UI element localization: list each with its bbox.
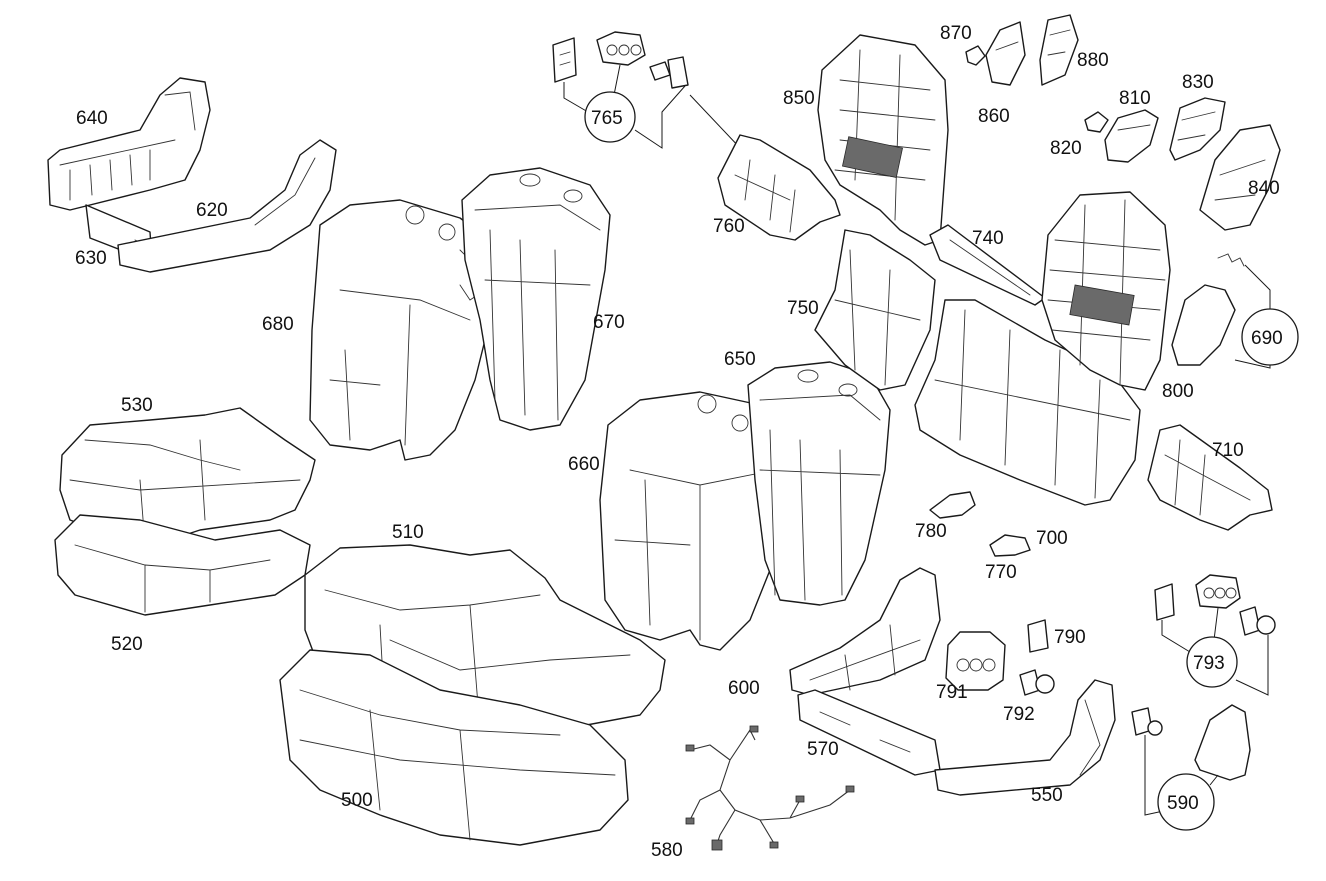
label-700: 700 — [1036, 528, 1068, 549]
label-650: 650 — [724, 349, 756, 370]
part-770-trim — [989, 534, 1031, 557]
label-870: 870 — [940, 23, 972, 44]
part-620-trim-strip — [117, 139, 337, 273]
label-810: 810 — [1119, 88, 1151, 109]
label-820: 820 — [1050, 138, 1082, 159]
part-580-wiring-harness — [685, 725, 855, 851]
callout-circle-590 — [1157, 773, 1215, 831]
part-520-cushion — [54, 514, 311, 616]
part-765-fastener-group — [552, 31, 743, 151]
label-670: 670 — [593, 312, 625, 333]
label-510: 510 — [392, 522, 424, 543]
part-880-trim — [1039, 14, 1079, 86]
callout-circle-793 — [1186, 636, 1238, 688]
label-500: 500 — [341, 790, 373, 811]
part-570-trim — [797, 689, 941, 776]
label-793: 793 — [1193, 653, 1225, 674]
label-850: 850 — [783, 88, 815, 109]
label-792: 792 — [1003, 704, 1035, 725]
part-760-bracket — [717, 134, 841, 241]
callout-circle-765 — [584, 91, 636, 143]
part-810-trim — [1104, 109, 1159, 163]
label-800: 800 — [1162, 381, 1194, 402]
label-630: 630 — [75, 248, 107, 269]
label-550: 550 — [1031, 785, 1063, 806]
label-620: 620 — [196, 200, 228, 221]
part-740-strip — [929, 224, 1046, 306]
label-710: 710 — [1212, 440, 1244, 461]
label-750: 750 — [787, 298, 819, 319]
part-791-grommet — [945, 631, 1006, 691]
part-700-rear-panel — [914, 299, 1141, 506]
part-792-screw — [1019, 669, 1055, 696]
part-670-backrest-frame-cover — [461, 167, 611, 431]
label-830: 830 — [1182, 72, 1214, 93]
part-590-group — [1131, 704, 1251, 816]
part-800-backrest-shell — [1041, 191, 1171, 391]
label-790: 790 — [1054, 627, 1086, 648]
part-870-knob — [965, 45, 986, 66]
part-830-trim — [1169, 97, 1226, 161]
part-780-trim — [929, 491, 976, 519]
label-530: 530 — [121, 395, 153, 416]
label-840: 840 — [1248, 178, 1280, 199]
part-750-panel — [814, 229, 936, 391]
part-793-fastener-group — [1154, 574, 1276, 696]
label-680: 680 — [262, 314, 294, 335]
callout-circle-690 — [1241, 308, 1299, 366]
label-600: 600 — [728, 678, 760, 699]
part-710-bracket — [1147, 424, 1273, 531]
part-860-trim — [985, 21, 1026, 86]
part-820-knob — [1084, 111, 1109, 133]
label-570: 570 — [807, 739, 839, 760]
part-650-backrest-frame-cover — [747, 361, 891, 606]
part-550-trim — [934, 679, 1116, 796]
label-791: 791 — [936, 682, 968, 703]
part-840-cover — [1199, 124, 1281, 231]
part-690-group — [1171, 253, 1271, 369]
label-860: 860 — [978, 106, 1010, 127]
label-765: 765 — [591, 108, 623, 129]
label-580: 580 — [651, 840, 683, 861]
label-760: 760 — [713, 216, 745, 237]
label-590: 590 — [1167, 793, 1199, 814]
part-850-backrest-shell — [817, 34, 949, 246]
label-640: 640 — [76, 108, 108, 129]
label-520: 520 — [111, 634, 143, 655]
part-500-cushion — [279, 649, 629, 846]
part-660-backrest-cover — [599, 391, 791, 651]
label-780: 780 — [915, 521, 947, 542]
part-640-side-trim — [47, 77, 211, 211]
part-790-clip — [1027, 619, 1049, 653]
label-880: 880 — [1077, 50, 1109, 71]
label-690: 690 — [1251, 328, 1283, 349]
label-660: 660 — [568, 454, 600, 475]
part-680-backrest-cover — [309, 199, 496, 461]
label-740: 740 — [972, 228, 1004, 249]
label-770: 770 — [985, 562, 1017, 583]
